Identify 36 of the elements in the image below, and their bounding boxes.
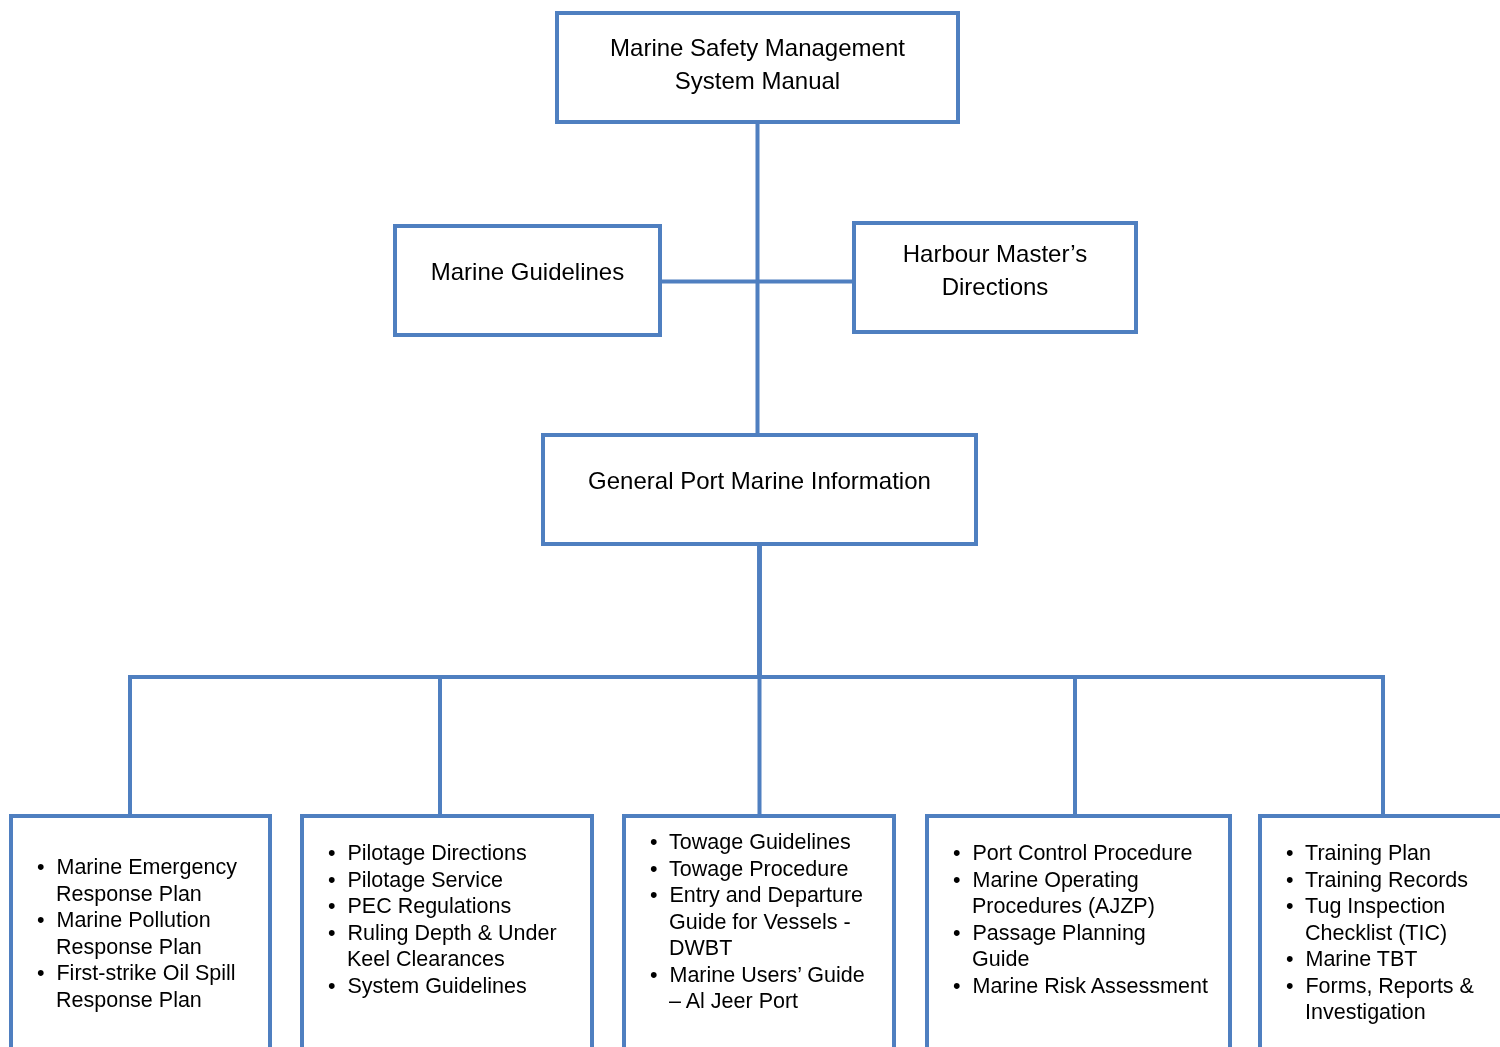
process-box	[852, 221, 1138, 334]
list-item: • Marine Users’ Guide – Al Jeer Port	[650, 961, 866, 1015]
process-box	[9, 814, 272, 1047]
process-box	[393, 224, 662, 337]
list-item: • System Guidelines	[328, 972, 528, 999]
list-item: • Marine Operating Procedures (AJZP)	[953, 866, 1156, 920]
list-item: • Marine Emergency Response Plan	[37, 854, 238, 907]
process-box	[622, 814, 896, 1047]
list-item: • PEC Regulations	[328, 893, 513, 920]
list-item: • Passage Planning Guide	[953, 919, 1147, 973]
list-item: • Port Control Procedure	[953, 840, 1194, 867]
box-label: Marine Safety Management System Manual	[609, 33, 906, 96]
connector-line	[757, 544, 1385, 816]
list-item: • Entry and Departure Guide for Vessels - DWBT	[650, 882, 865, 962]
box-label: General Port Marine Information	[587, 466, 932, 496]
connector-line	[755, 122, 760, 435]
list-item: • Tug Inspection Checklist (TIC)	[1286, 893, 1449, 946]
list-item: • Training Plan	[1286, 840, 1432, 867]
list-item: • Marine Risk Assessment	[953, 972, 1208, 999]
process-box	[555, 11, 960, 124]
list-item: • Marine TBT	[1286, 946, 1419, 973]
process-box	[925, 814, 1232, 1047]
list-item: • Marine Pollution Response Plan	[37, 907, 212, 960]
list-item: • Pilotage Service	[328, 866, 504, 893]
list-item: • Training Records	[1286, 866, 1469, 893]
box-label: Harbour Master’s Directions	[901, 239, 1089, 302]
list-item: • Towage Guidelines	[650, 829, 852, 856]
process-box	[300, 814, 594, 1047]
list-item: • Ruling Depth & Under Keel Clearances	[328, 919, 558, 973]
process-box	[541, 433, 978, 546]
list-item: • Towage Procedure	[650, 855, 850, 882]
list-item: • Pilotage Directions	[328, 840, 528, 867]
box-label: Marine Guidelines	[429, 257, 626, 287]
process-box	[1258, 814, 1500, 1047]
list-item: • First-strike Oil Spill Response Plan	[37, 960, 237, 1013]
list-item: • Forms, Reports & Investigation	[1286, 972, 1475, 1026]
